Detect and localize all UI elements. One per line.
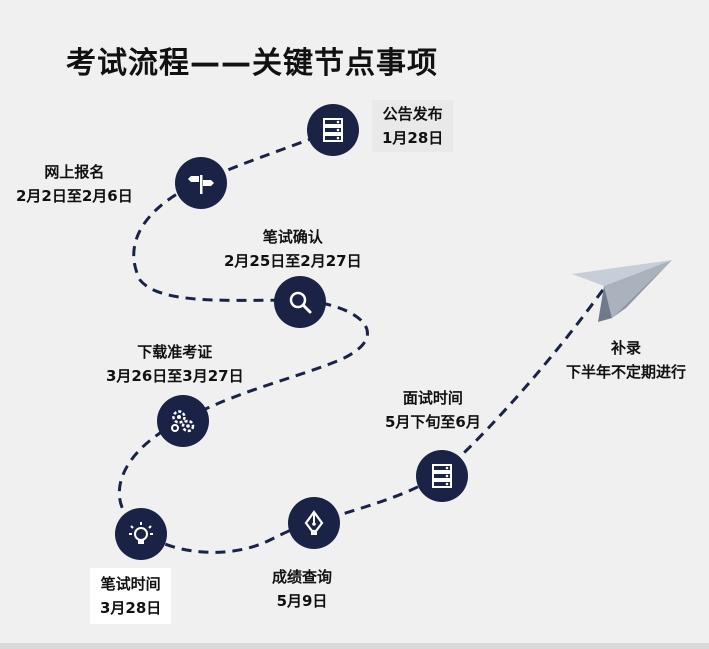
step-node-download-admission-ticket	[157, 395, 209, 447]
step-date: 1月28日	[382, 129, 444, 147]
step-name: 面试时间	[402, 389, 463, 407]
page-title: 考试流程——关键节点事项	[66, 46, 438, 81]
bottom-divider	[0, 643, 709, 649]
paper-plane-icon	[572, 260, 672, 322]
step-label-online-registration: 网上报名 2月2日至2月6日	[16, 160, 133, 208]
step-node-score-query	[288, 497, 340, 549]
server-icon	[432, 464, 452, 488]
step-node-exam-confirmation	[274, 276, 326, 328]
step-name: 成绩查询	[272, 568, 333, 586]
step-name: 笔试时间	[100, 575, 161, 593]
step-name: 笔试确认	[262, 228, 323, 246]
step-date: 5月下旬至6月	[385, 413, 481, 431]
step-name: 补录	[611, 339, 642, 357]
step-label-written-exam-time: 笔试时间 3月28日	[90, 568, 172, 624]
step-name: 下载准考证	[137, 343, 213, 361]
step-label-score-query: 成绩查询 5月9日	[272, 565, 332, 613]
step-node-online-registration	[175, 157, 227, 209]
step-name: 公告发布	[382, 105, 443, 123]
step-node-interview-time	[416, 450, 468, 502]
gears-icon	[171, 410, 195, 433]
lightbulb-icon	[129, 522, 153, 544]
step-label-exam-confirmation: 笔试确认 2月25日至2月27日	[224, 225, 362, 273]
pen-nib-icon	[304, 510, 324, 535]
step-label-download-admission-ticket: 下载准考证 3月26日至3月27日	[106, 340, 244, 388]
step-date: 2月2日至2月6日	[16, 187, 133, 205]
step-date: 5月9日	[276, 592, 328, 610]
step-label-interview-time: 面试时间 5月下旬至6月	[385, 386, 481, 434]
step-name: 网上报名	[44, 163, 105, 181]
step-node-written-exam-time	[115, 508, 167, 560]
search-icon	[289, 291, 312, 314]
step-date: 3月26日至3月27日	[106, 367, 244, 385]
step-label-announcement: 公告发布 1月28日	[372, 100, 454, 152]
step-date: 3月28日	[100, 599, 162, 617]
step-label-supplementary-admission: 补录 下半年不定期进行	[566, 336, 686, 384]
signpost-icon	[188, 175, 214, 194]
server-icon	[323, 118, 343, 142]
step-date: 下半年不定期进行	[566, 363, 687, 381]
step-node-announcement	[307, 104, 359, 156]
step-date: 2月25日至2月27日	[224, 252, 362, 270]
